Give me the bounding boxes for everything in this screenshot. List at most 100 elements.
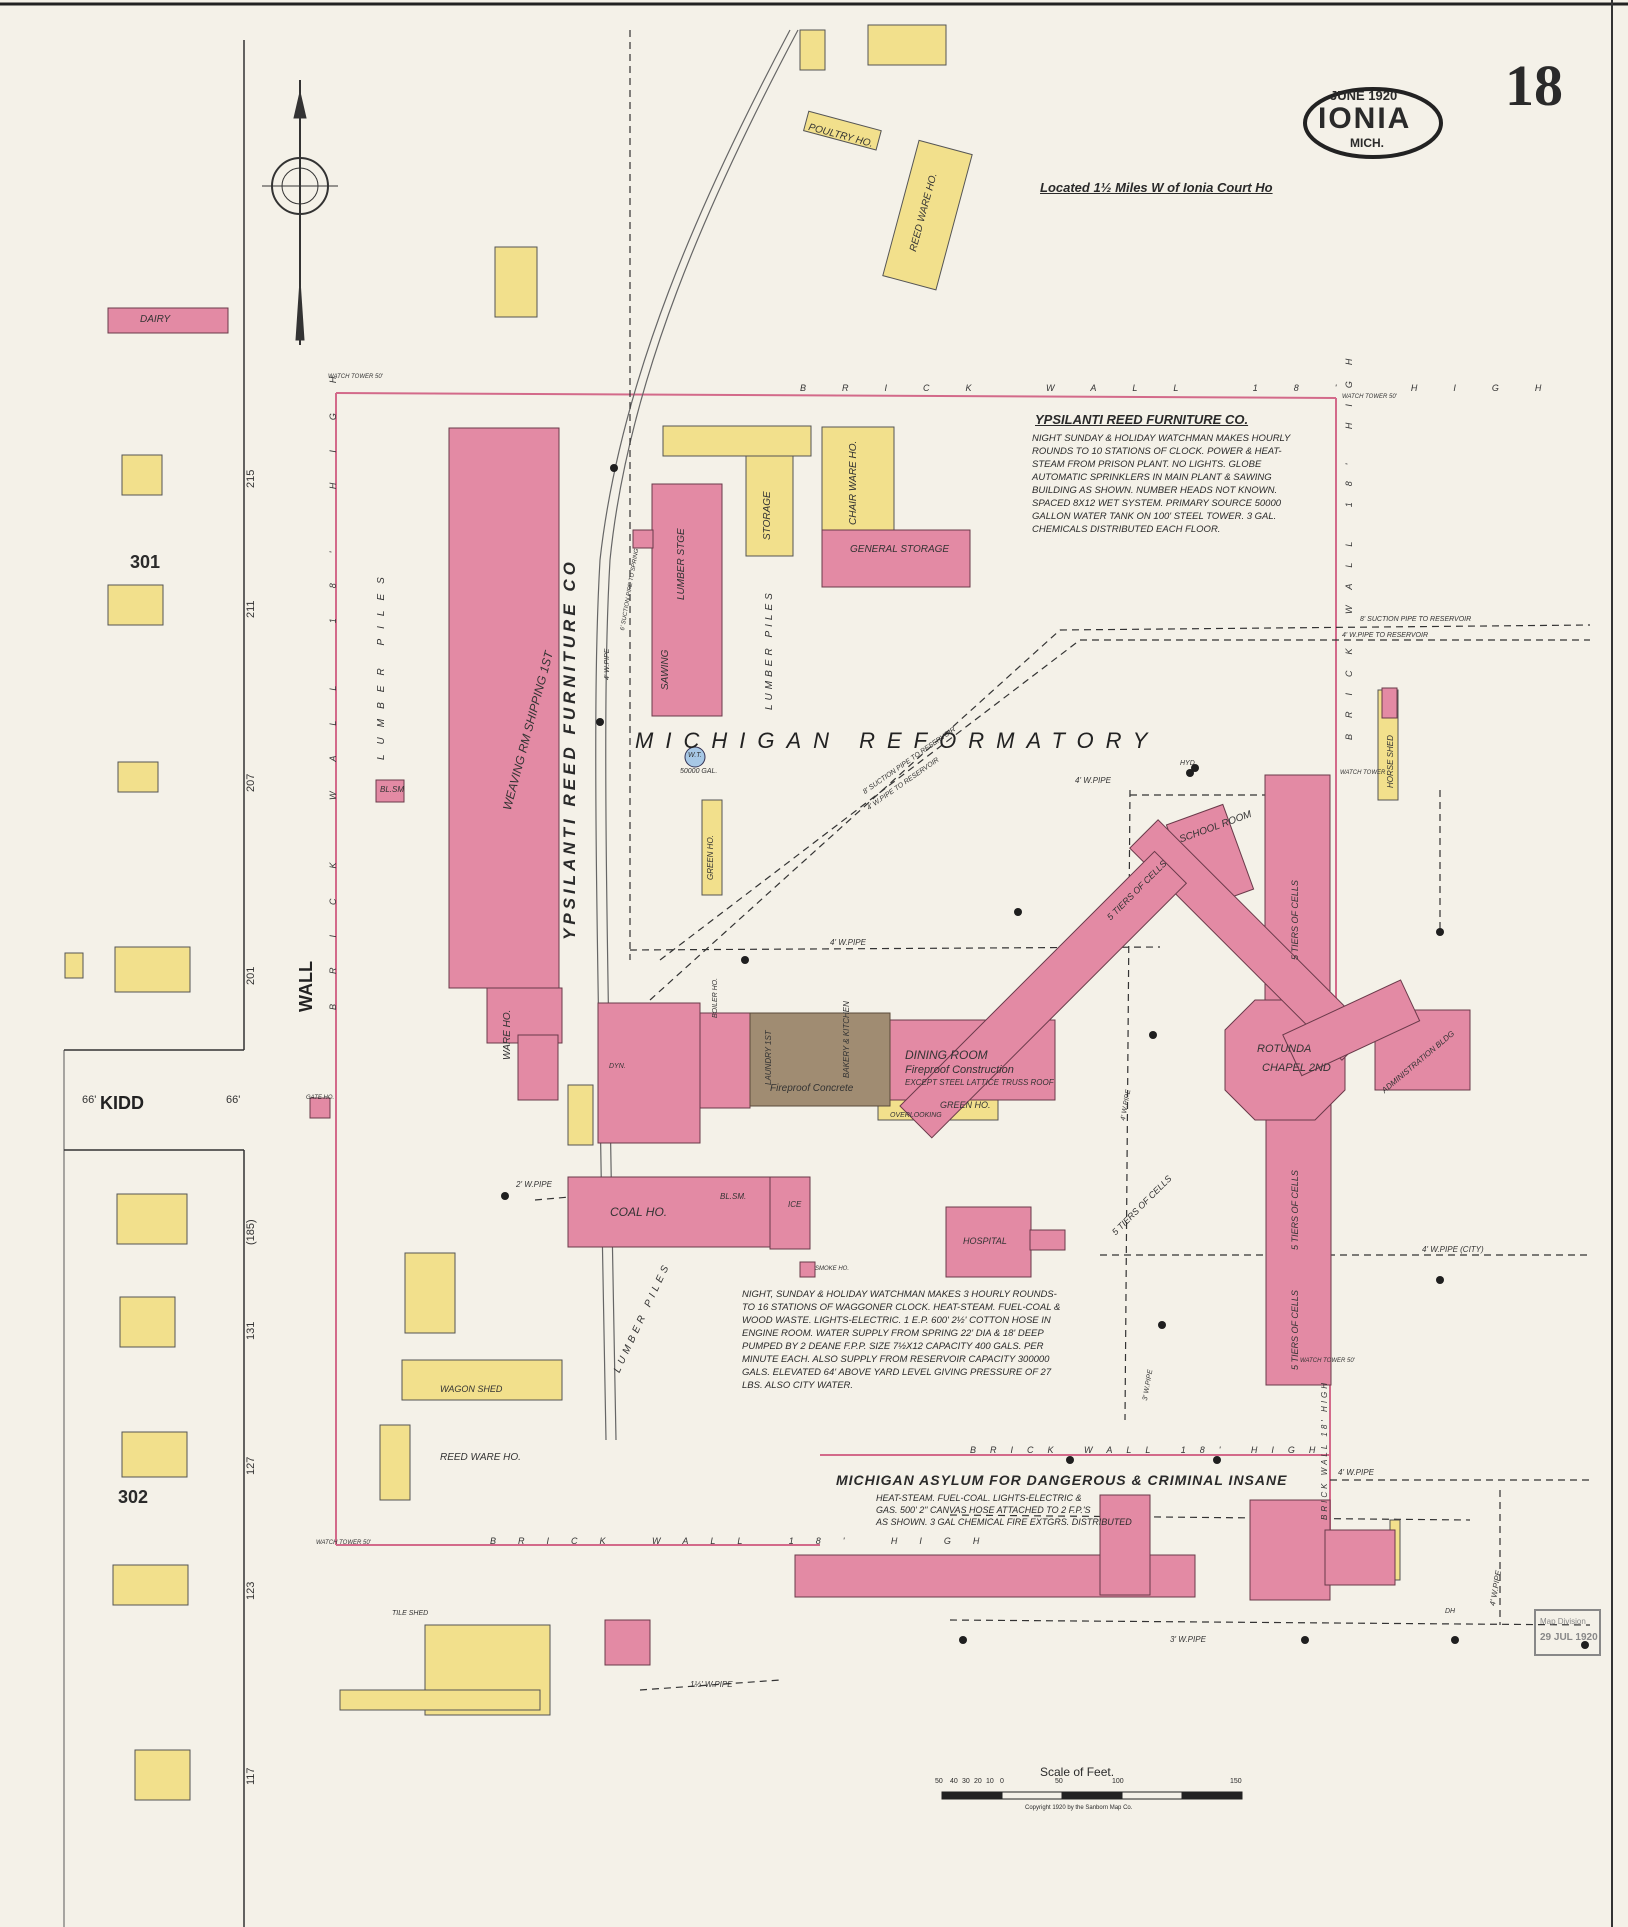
furniture-co-note: NIGHT SUNDAY & HOLIDAY WATCHMAN MAKES HO…	[1032, 433, 1291, 535]
street-lines	[63, 40, 245, 1927]
scale-tick: 0	[1000, 1778, 1004, 1785]
scale-tick: 20	[974, 1778, 982, 1785]
building-label: CHAIR WARE HO.	[848, 440, 859, 525]
stamp-date: 29 JUL 1920	[1540, 1632, 1598, 1643]
map-city: IONIA	[1318, 102, 1412, 135]
lot-number: 117	[245, 1767, 257, 1785]
annotation: WATCH TOWER 50'	[1300, 1358, 1355, 1364]
building-label: Fireproof Concrete	[770, 1083, 854, 1094]
scale-tick: 40	[950, 1778, 958, 1785]
block-301: 301	[130, 552, 161, 572]
annotation: HYD.	[1180, 760, 1197, 767]
building-label: GENERAL STORAGE	[850, 544, 950, 555]
asylum-note: HEAT-STEAM. FUEL-COAL. LIGHTS-ELECTRIC &…	[876, 1493, 1132, 1527]
scale-tick: 100	[1112, 1778, 1124, 1785]
annotation: WATCH TOWER 50'	[328, 374, 383, 380]
lot-number: 215	[245, 469, 257, 488]
building-label: SAWING	[660, 649, 671, 690]
building-label: BL.SM	[380, 785, 405, 794]
building-label: LUMBER STGE	[676, 528, 687, 600]
sheet-number: 18	[1505, 53, 1563, 118]
annotation: 4' W.PIPE	[830, 938, 866, 947]
building-label: COAL HO.	[610, 1205, 668, 1219]
building-label: OVERLOOKING	[890, 1112, 942, 1119]
building-label: W.T.	[688, 752, 702, 759]
annotation: BRICK WALL 18' HIGH	[328, 346, 338, 1010]
annotation: BRICK WALL 18' HIGH	[1344, 342, 1354, 740]
building-label: HOSPITAL	[963, 1236, 1007, 1246]
stamp-line: Map Division	[1540, 1617, 1586, 1626]
building-label: ROTUNDA	[1257, 1043, 1312, 1055]
annotation: LUMBER PILES	[376, 567, 387, 760]
asylum-title: MICHIGAN ASYLUM FOR DANGEROUS & CRIMINAL…	[836, 1472, 1288, 1488]
compass-rose-icon	[262, 80, 338, 345]
annotation: BRICK WALL 18' HIGH	[800, 383, 1578, 393]
lot-number: 211	[245, 600, 257, 618]
building-label: DINING ROOM	[905, 1048, 988, 1062]
building-label: TILE SHED	[392, 1610, 429, 1617]
building-label: WARE HO.	[502, 1009, 513, 1060]
building-label: CHAPEL 2ND	[1262, 1062, 1331, 1074]
annotation: 3' W.PIPE	[1170, 1635, 1206, 1644]
scale-tick: 10	[986, 1778, 994, 1785]
building-label: REED WARE HO.	[440, 1452, 521, 1463]
lot-number: 127	[245, 1456, 257, 1475]
annotation: WATCH TOWER 50'	[1342, 394, 1397, 400]
scale-tick: 30	[962, 1778, 970, 1785]
building-label: EXCEPT STEEL LATTICE TRUSS ROOF	[905, 1078, 1054, 1087]
copyright: Copyright 1920 by the Sanborn Map Co.	[1025, 1805, 1133, 1811]
title-cartouche	[1303, 87, 1443, 159]
building-label: HORSE SHED	[1386, 735, 1395, 788]
map-date: JUNE 1920	[1330, 88, 1398, 103]
building-label: DAIRY	[140, 314, 171, 325]
scale-tick: 50	[935, 1778, 943, 1785]
building-label: 5 TIERS OF CELLS	[1290, 880, 1300, 960]
annotation: 4' W.PIPE (CITY)	[1422, 1245, 1484, 1254]
annotation: 4' W.PIPE TO RESERVOIR	[1342, 632, 1429, 639]
building-label: 5 TIERS OF CELLS	[1290, 1170, 1300, 1250]
reformatory-note: NIGHT, SUNDAY & HOLIDAY WATCHMAN MAKES 3…	[742, 1289, 1061, 1391]
frame-buildings	[64, 24, 1401, 1801]
lot-number: 131	[245, 1321, 257, 1340]
water-pipes	[534, 30, 1591, 1691]
annotation: BRICK WALL 18' HIGH	[970, 1445, 1330, 1455]
lot-number: 201	[245, 966, 257, 985]
map-state: MICH.	[1350, 136, 1384, 150]
annotation: WATCH TOWER	[1340, 770, 1386, 776]
hydrants	[501, 464, 1589, 1649]
lot-number: 123	[245, 1581, 257, 1600]
annotation: LUMBER PILES	[764, 589, 775, 710]
building-label: BL.SM.	[720, 1192, 747, 1201]
furniture-co-title: YPSILANTI REED FURNITURE CO.	[1035, 412, 1249, 427]
annotation: 4' W.PIPE	[1075, 776, 1111, 785]
annotation: DH	[1445, 1608, 1456, 1615]
lot-number: (185)	[245, 1219, 257, 1245]
annotation: 2' W.PIPE	[516, 1180, 552, 1189]
scale-tick: 50	[1055, 1778, 1063, 1785]
building-label: LAUNDRY 1ST	[764, 1030, 773, 1085]
annotation: BRICK WALL 18' HIGH	[1320, 1379, 1329, 1520]
block-302: 302	[118, 1487, 149, 1507]
street-wall: WALL	[296, 961, 316, 1012]
building-label: GREEN HO.	[940, 1100, 991, 1110]
annotation: GATE HO.	[306, 1095, 335, 1101]
library-stamp	[1534, 1609, 1601, 1656]
building-label: STORAGE	[762, 491, 773, 540]
building-label: ICE	[788, 1200, 802, 1209]
building-label: WAGON SHED	[440, 1384, 503, 1394]
cell-wings	[899, 819, 1421, 1139]
building-label: Fireproof Construction	[905, 1064, 1014, 1076]
scale-title: Scale of Feet.	[1040, 1765, 1115, 1779]
lot-number: 207	[245, 773, 257, 792]
building-label: BAKERY & KITCHEN	[842, 1001, 851, 1078]
building-label: 5 TIERS OF CELLS	[1290, 1290, 1300, 1370]
scale-bar	[941, 1791, 1243, 1800]
annotation: 4' W.PIPE	[1338, 1468, 1374, 1477]
furniture-co-vertical-title: YPSILANTI REED FURNITURE CO	[560, 558, 579, 940]
building-label: 50000 GAL.	[680, 768, 718, 775]
fireproof-building	[749, 1012, 891, 1107]
annotation: 8' SUCTION PIPE TO RESERVOIR	[1360, 616, 1472, 623]
building-label: SMOKE HO.	[815, 1266, 850, 1272]
